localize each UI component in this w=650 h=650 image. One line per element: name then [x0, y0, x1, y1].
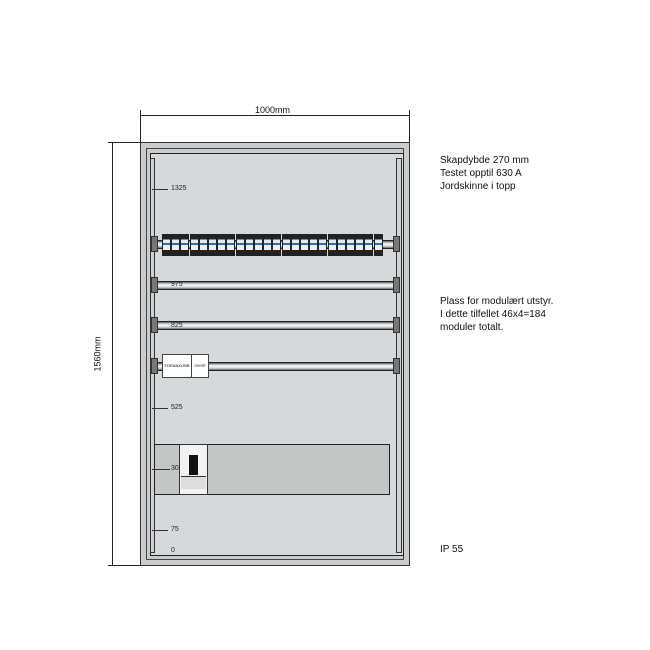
mcb-breaker: [217, 234, 227, 256]
mcb-breaker: [346, 234, 355, 256]
note-modules-1: Plass for modulært utstyr.: [440, 296, 554, 307]
rail-clip: [393, 317, 400, 333]
mcb-breaker: [336, 234, 346, 256]
mcb-breaker: [281, 234, 291, 256]
mark-tick: [152, 408, 168, 409]
mcb-breaker: [327, 234, 337, 256]
rail-clip: [393, 236, 400, 252]
note-modules-2: I dette tilfellet 46x4=184: [440, 309, 546, 320]
note-ip: IP 55: [440, 544, 464, 555]
rail-clip: [393, 277, 400, 293]
module-block: FORANKOBB OVSP: [162, 354, 209, 378]
mark-825: 825: [171, 322, 183, 329]
rail-clip: [151, 236, 158, 252]
mcb-breaker: [208, 234, 217, 256]
module-label-2: OVSP: [194, 363, 206, 368]
mark-975: 975: [171, 281, 183, 288]
mcb-breaker: [309, 234, 319, 256]
mcb-breaker: [364, 234, 374, 256]
mcb-breaker: [263, 234, 273, 256]
mark-1325: 1325: [171, 185, 187, 192]
mark-tick: [152, 530, 168, 531]
mcb-breaker: [290, 234, 300, 256]
breaker-trip-unit: [181, 476, 206, 489]
mcb-breaker: [318, 234, 328, 256]
width-ext-left: [140, 110, 141, 142]
main-breaker: [179, 444, 208, 495]
mark-30: 30: [171, 465, 179, 472]
height-ext-top: [108, 142, 140, 143]
mcb-breaker: [272, 234, 282, 256]
mark-525: 525: [171, 404, 183, 411]
mcb-breaker: [244, 234, 254, 256]
note-depth: Skapdybde 270 mm: [440, 155, 529, 166]
right-upright: [396, 158, 402, 553]
din-rail-3: [152, 321, 398, 330]
mcb-breaker: [189, 234, 199, 256]
height-label: 1560mm: [92, 336, 103, 372]
mcb-breaker: [254, 234, 263, 256]
mcb-breaker: [198, 234, 208, 256]
breaker-handle: [189, 455, 198, 475]
mcb-breaker: [300, 234, 309, 256]
mcb-breaker: [171, 234, 181, 256]
mark-0: 0: [171, 547, 175, 554]
mcb-breaker: [235, 234, 245, 256]
width-dimension-line: [140, 115, 410, 116]
mcb-breaker: [226, 234, 236, 256]
width-ext-right: [409, 110, 410, 142]
mark-tick: [152, 189, 168, 190]
module-label-1: FORANKOBB: [163, 355, 192, 377]
mcb-breaker: [373, 234, 383, 256]
din-rail-2: [152, 281, 398, 290]
width-label: 1000mm: [255, 105, 291, 115]
rail-clip: [393, 358, 400, 374]
mcb-breaker: [180, 234, 190, 256]
height-ext-bottom: [108, 565, 140, 566]
note-earth: Jordskinne i topp: [440, 181, 516, 192]
mcb-breaker: [355, 234, 365, 256]
mark-tick: [152, 469, 170, 470]
mcb-breaker: [162, 234, 171, 256]
left-upright: [150, 158, 155, 553]
rail-clip: [151, 277, 158, 293]
height-dimension-line: [112, 142, 113, 566]
note-modules-3: moduler totalt.: [440, 322, 504, 333]
rail-clip: [151, 358, 158, 374]
rail-clip: [151, 317, 158, 333]
mark-75: 75: [171, 526, 179, 533]
note-tested: Testet opptil 630 A: [440, 168, 522, 179]
